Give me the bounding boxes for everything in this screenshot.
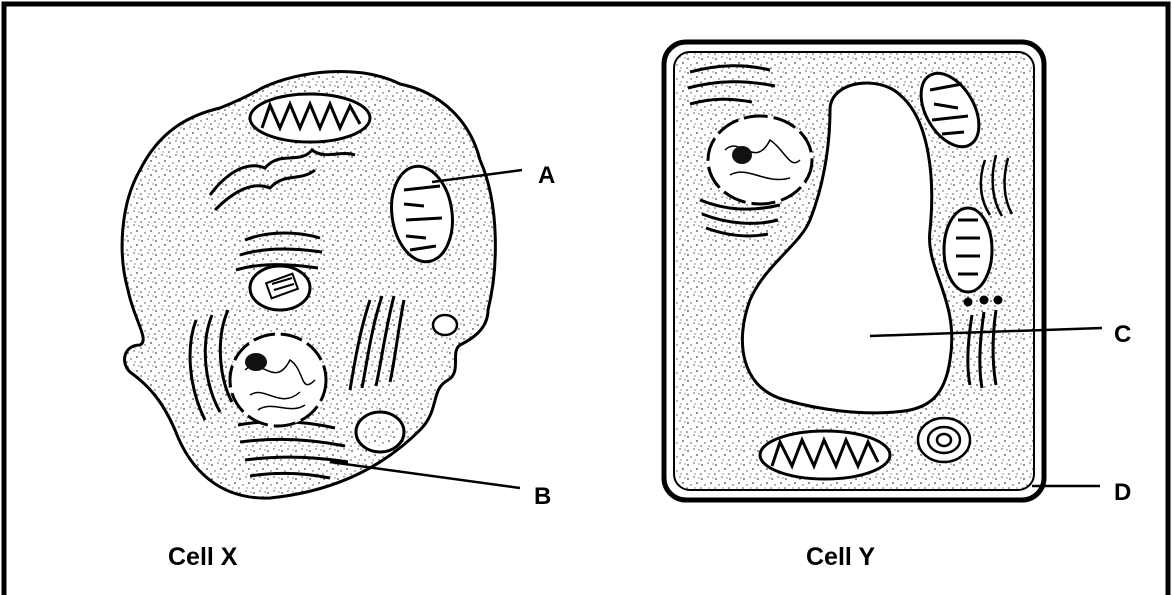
caption-cell-x: Cell X	[168, 543, 238, 571]
mitochondrion-y-bottom	[760, 431, 890, 479]
nucleus-y	[708, 116, 812, 204]
label-d: D	[1114, 479, 1131, 506]
cell-y	[664, 42, 1044, 500]
amyloplast-y	[918, 418, 970, 462]
caption-cell-y: Cell Y	[806, 543, 875, 571]
chloroplast-y	[944, 208, 992, 292]
centriole-x	[250, 266, 310, 310]
label-a: A	[538, 162, 555, 189]
mitochondrion-x-top	[250, 94, 370, 142]
vesicle-x	[433, 315, 457, 335]
label-c: C	[1114, 321, 1131, 348]
lysosome-x	[356, 412, 404, 452]
cell-x	[122, 72, 495, 499]
label-b: B	[534, 483, 551, 510]
nucleus-x	[230, 334, 326, 426]
